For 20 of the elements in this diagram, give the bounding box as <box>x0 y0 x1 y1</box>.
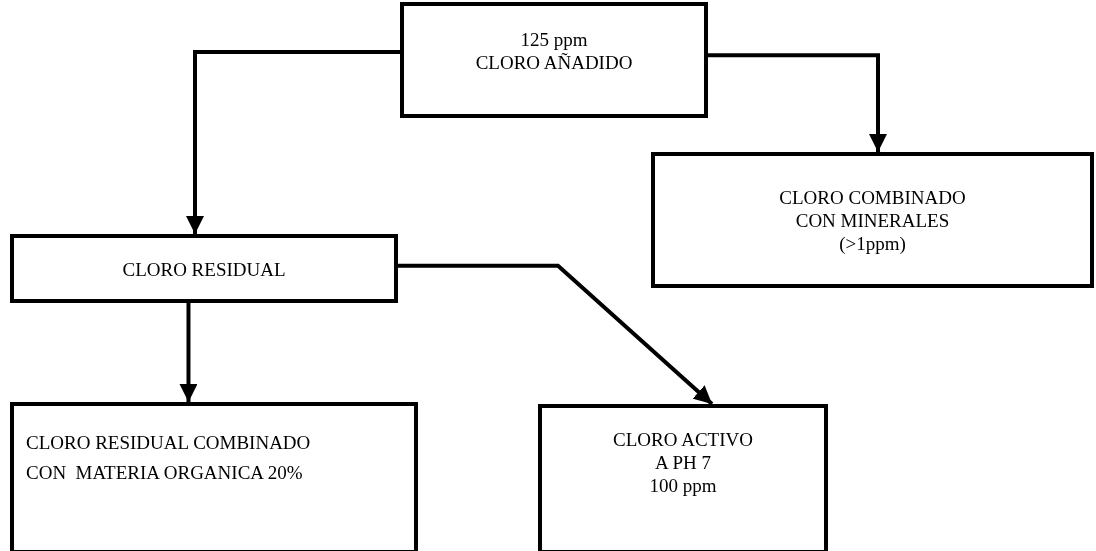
process-box <box>400 2 708 118</box>
box-text: CLORO COMBINADO <box>779 186 966 209</box>
box-text: A PH 7 <box>655 451 711 474</box>
process-box <box>538 404 828 551</box>
box-text: 125 ppm <box>520 28 588 51</box>
process-box <box>651 152 1094 288</box>
box-text: CLORO RESIDUAL <box>122 258 286 281</box>
arrow <box>186 49 400 234</box>
box-text: CON MATERIA ORGANICA 20% <box>26 461 303 485</box>
arrow <box>398 263 714 406</box>
arrow <box>179 303 198 402</box>
box-text: CLORO AÑADIDO <box>475 51 633 74</box>
arrow <box>708 53 887 152</box>
process-box <box>10 402 418 551</box>
box-text: CLORO ACTIVO <box>613 428 753 451</box>
box-text: (>1ppm) <box>839 232 906 255</box>
box-text: CON MINERALES <box>795 209 950 232</box>
box-text: CLORO RESIDUAL COMBINADO <box>26 431 311 455</box>
process-box <box>10 234 398 303</box>
box-text: 100 ppm <box>649 474 717 497</box>
